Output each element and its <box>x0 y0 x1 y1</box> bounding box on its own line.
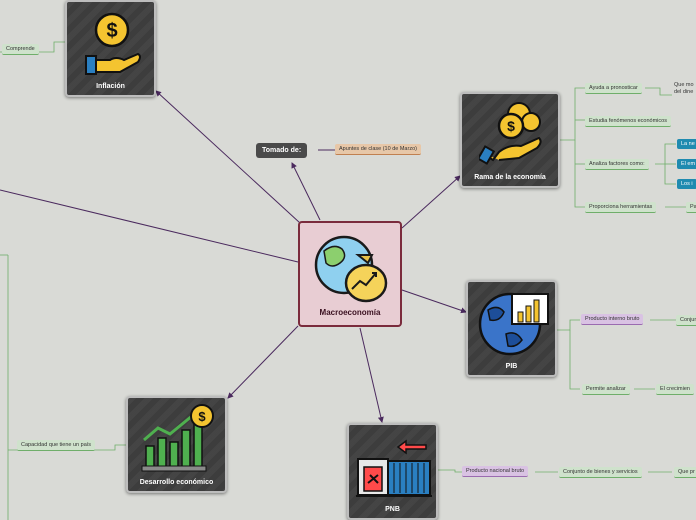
conjunto-bienes-servicios-label[interactable]: Conjunto de bienes y servicios <box>559 467 642 478</box>
topic-pib-label: PIB <box>505 363 518 370</box>
ayuda-pronosticar-label[interactable]: Ayuda a pronosticar <box>585 83 642 94</box>
estudia-fenomenos-label[interactable]: Estudia fenómenos económicos <box>585 116 671 127</box>
source-apuntes-label[interactable]: Apuntes de clase (10 de Marzo) <box>335 144 421 155</box>
factor-los-i-label[interactable]: Los i <box>677 179 696 189</box>
producto-interno-bruto-label[interactable]: Producto interno bruto <box>581 314 644 325</box>
del-dine-label[interactable]: del dine <box>674 89 694 95</box>
topic-desarrollo-label: Desarrollo económico <box>139 479 214 486</box>
que-pr-label[interactable]: Que pr <box>674 467 696 478</box>
globe-chart-icon <box>478 292 549 356</box>
conjun-label[interactable]: Conjun <box>676 315 696 326</box>
factor-el-em-label[interactable]: El em <box>677 159 696 169</box>
coins-hand-icon: $ <box>479 102 542 165</box>
central-topic-title: Macroeconomía <box>319 308 381 317</box>
pa-label[interactable]: Pa <box>686 202 696 213</box>
que-mo-label[interactable]: Que mo <box>674 82 694 88</box>
capacidad-pais-label[interactable]: Capacidad que tiene un país <box>17 440 96 451</box>
topic-inflacion-label: Inflación <box>96 83 125 90</box>
factory-export-icon <box>356 439 432 497</box>
svg-text:$: $ <box>106 20 117 42</box>
topic-pnb-label: PNB <box>385 506 400 513</box>
tomado-de-node[interactable]: Tomado de: <box>256 143 308 158</box>
globe-money-bag-icon <box>314 235 388 303</box>
svg-text:$: $ <box>198 409 206 424</box>
el-crecimien-label[interactable]: El crecimien <box>656 384 694 395</box>
svg-text:$: $ <box>507 118 515 134</box>
central-topic-macroeconomia[interactable]: Macroeconomía <box>298 221 402 327</box>
proporciona-herramientas-label[interactable]: Proporciona herramientas <box>585 202 657 213</box>
analiza-factores-label[interactable]: Analiza factores como: <box>585 159 649 170</box>
topic-pib[interactable]: PIB <box>466 280 557 377</box>
permite-analizar-label[interactable]: Permite analizar <box>582 384 630 395</box>
dollar-coin-hand-icon: $ <box>85 12 141 75</box>
topic-pnb[interactable]: PNB <box>347 423 438 520</box>
comprende-label[interactable]: Comprende <box>2 44 39 55</box>
producto-nacional-bruto-label[interactable]: Producto nacional bruto <box>462 466 529 477</box>
topic-rama-label: Rama de la economía <box>474 174 546 181</box>
topic-desarrollo-economico[interactable]: $ Desarrollo económico <box>126 396 227 493</box>
topic-inflacion[interactable]: $ Inflación <box>65 0 156 97</box>
topic-rama-economia[interactable]: $ Rama de la economía <box>460 92 560 188</box>
growth-chart-coin-icon: $ <box>141 404 214 472</box>
factor-la-ne-label[interactable]: La ne <box>677 139 696 149</box>
